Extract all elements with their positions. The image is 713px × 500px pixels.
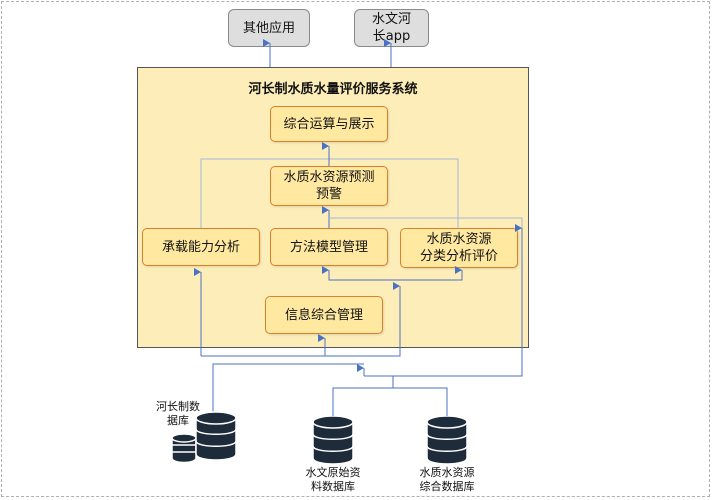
comprehensive-display-box[interactable]: 综合运算与展示 <box>270 106 388 142</box>
arrow-up-icon <box>201 282 401 357</box>
system-title: 河长制水质水量评价服务系统 <box>248 82 418 97</box>
wq-comprehensive-database-icon <box>427 416 467 464</box>
river-chief-database-label: 河长制数 据库 <box>156 400 200 427</box>
forecast-warning-box[interactable]: 水质水资源预测 预警 <box>270 166 388 206</box>
info-management-box[interactable]: 信息综合管理 <box>265 296 383 334</box>
hydro-raw-database-icon <box>313 416 353 464</box>
hydro-app-box[interactable]: 水文河 长app <box>354 9 429 47</box>
hydro-raw-database-label: 水文原始资 料数据库 <box>305 466 361 493</box>
river-chief-database-icon <box>172 411 237 464</box>
wq-comprehensive-database-label: 水质水资源 综合数据库 <box>419 466 475 493</box>
arrow-up-icon <box>364 224 523 377</box>
method-model-box[interactable]: 方法模型管理 <box>270 228 388 266</box>
capacity-analysis-box[interactable]: 承载能力分析 <box>142 228 260 266</box>
